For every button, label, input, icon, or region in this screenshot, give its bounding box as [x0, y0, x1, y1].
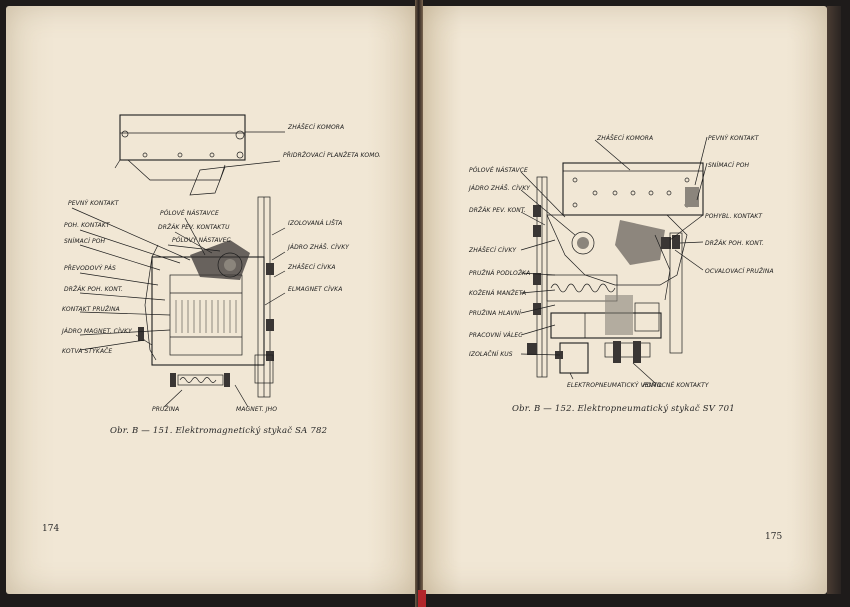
label-jadro-zhas-civky: JÁDRO ZHÁŠ. CÍVKY	[287, 244, 350, 251]
label-r-pomocne-kontakty: POMOCNÉ KONTAKTY	[643, 381, 710, 389]
label-r-drzak-pev-kont: DRŽÁK PEV. KONT.	[469, 206, 526, 214]
label-r-elektropneumaticky-ventil: ELEKTROPNEUMATICKÝ VENTIL	[567, 382, 662, 389]
label-r-drzak-poh-kont: DRŽÁK POH. KONT.	[705, 239, 764, 247]
label-r-pevny-kontakt: PEVNÝ KONTAKT	[708, 135, 760, 142]
label-r-pracovni-valec: PRACOVNÍ VÁLEC	[469, 332, 523, 339]
page-number-right: 175	[765, 532, 783, 542]
label-r-izolacni-kus: IZOLAČNÍ KUS	[469, 351, 513, 358]
label-r-kozena-manzeta: KOŽENÁ MANŽETA	[469, 289, 526, 297]
label-snimaci-poh: SNÍMACÍ POH	[64, 238, 106, 245]
label-pruzina: PRUŽINA	[152, 405, 179, 413]
left-page	[6, 6, 417, 594]
label-pridrzovaci-planzeta: PŘIDRŽOVACÍ PLANŽETA KOMORY	[283, 151, 380, 159]
label-elmagnet-civka: ELMAGNET CÍVKA	[288, 286, 342, 293]
label-r-snimaci-poh: SNÍMACÍ POH	[708, 162, 750, 169]
figure-caption-left: Obr. B — 151. Elektromagnetický stykač S…	[110, 426, 328, 436]
label-poh-kontakt: POH. KONTAKT	[64, 222, 111, 229]
label-r-pruzina-hlavni: PRUŽINA HLAVNÍ	[469, 309, 522, 317]
figure-caption-right: Obr. B — 152. Elektropneumatický stykač …	[512, 404, 735, 414]
label-r-polove-nastavce: PÓLOVÉ NÁSTAVCE	[469, 166, 528, 174]
label-polovy-nastavec: PÓLOVÝ NÁSTAVEC	[172, 237, 232, 244]
contactor-sa782-drawing: ZHÁŠECÍ KOMORA PŘIDRŽOVACÍ PLANŽETA KOMO…	[40, 105, 380, 425]
label-polove-nastavce: PÓLOVÉ NÁSTAVCE	[160, 209, 219, 217]
label-r-jadro-zhas-civky: JÁDRO ZHÁŠ. CÍVKY	[468, 185, 531, 192]
label-kontakt-pruzina: KONTAKT PRUŽINA	[62, 305, 120, 313]
label-magnet-jho: MAGNET. JHO	[236, 406, 277, 413]
book-gutter	[415, 0, 423, 607]
label-zhaseci-komora: ZHÁŠECÍ KOMORA	[287, 124, 344, 131]
bookmark-ribbon	[418, 590, 426, 607]
label-r-pruzna-podlozka: PRUŽNÁ PODLOŽKA	[469, 269, 530, 277]
book-edge	[827, 6, 841, 594]
contactor-sv701-drawing: ZHÁŠECÍ KOMORA PEVNÝ KONTAKT SNÍMACÍ POH…	[455, 125, 815, 400]
label-jadro-magnet-civky: JÁDRO MAGNET. CÍVKY	[61, 328, 133, 335]
label-r-zhaseci-komora: ZHÁŠECÍ KOMORA	[596, 135, 653, 142]
label-izolovana-lista: IZOLOVANÁ LIŠTA	[288, 220, 342, 227]
label-r-zhaseci-civky: ZHÁŠECÍ CÍVKY	[468, 247, 517, 254]
label-r-ocvalovaci-pruzina: OCVALOVACÍ PRUŽINA	[705, 267, 774, 275]
label-r-pohybl-kontakt: POHYBL. KONTAKT	[705, 213, 763, 220]
label-kotva-stykace: KOTVA STYKAČE	[62, 348, 112, 355]
label-zhaseci-civka: ZHÁŠECÍ CÍVKA	[287, 264, 336, 271]
label-pevny-kontakt: PEVNÝ KONTAKT	[68, 200, 120, 207]
label-drzak-poh-kont: DRŽÁK POH. KONT.	[64, 285, 123, 293]
page-number-left: 174	[42, 524, 60, 534]
label-drzak-pev-kontaktu: DRŽÁK PEV. KONTAKTU	[158, 223, 230, 231]
label-prevodovy-pas: PŘEVODOVÝ PÁS	[64, 264, 116, 272]
